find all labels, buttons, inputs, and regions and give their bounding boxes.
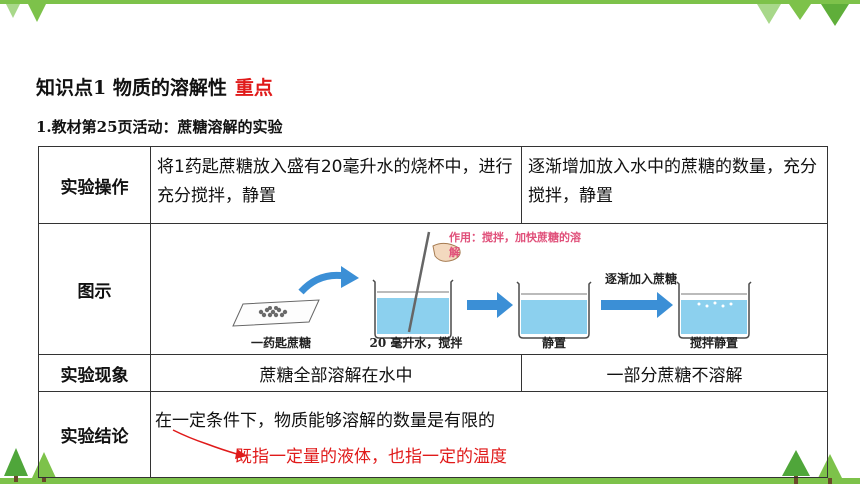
phenomenon-right-cell: 一部分蔗糖不溶解: [521, 354, 828, 392]
stirring-note: 作用：搅拌，加快蔗糖的溶解: [449, 231, 581, 259]
conclusion-note: 既指一定量的液体，也指一定的温度: [235, 447, 507, 467]
sugar-paper-icon: [232, 299, 320, 327]
annotation-arrow-icon: [172, 429, 247, 459]
beaker-saturated-icon: [676, 281, 752, 339]
experiment-illustration: [232, 231, 752, 339]
row-label-diagram: 图示: [38, 223, 151, 355]
beaker-stir-icon: [372, 231, 461, 339]
long-arrow-icon: [657, 292, 673, 318]
arrow-label: 逐渐加入蔗糖: [604, 272, 677, 286]
row-label-conclusion: 实验结论: [38, 391, 151, 478]
bottom-decor-bar: [0, 478, 860, 484]
operation-left-cell: 将1药匙蔗糖放入盛有20毫升水的烧杯中，进行充分搅拌，静置: [150, 146, 522, 224]
key-point-tag: 重点: [234, 77, 273, 99]
section-heading: 知识点1 物质的溶解性重点: [36, 73, 273, 103]
conclusion-cell: 在一定条件下，物质能够溶解的数量是有限的 既指一定量的液体，也指一定的温度: [150, 391, 828, 478]
row-label-phenomenon: 实验现象: [38, 354, 151, 392]
experiment-table: 实验操作 将1药匙蔗糖放入盛有20毫升水的烧杯中，进行充分搅拌，静置 逐渐增加放…: [38, 146, 828, 478]
right-arrow-icon: [497, 292, 513, 318]
caption-sugar: 一药匙蔗糖: [250, 336, 311, 350]
bottom-right-tree-icon: [782, 450, 842, 484]
pour-arrow-icon: [298, 271, 346, 295]
beaker-rest-icon: [516, 281, 592, 339]
top-right-leaf-icon: [757, 4, 849, 26]
diagram-cell: 作用：搅拌，加快蔗糖的溶解 逐渐加入蔗糖 一药匙蔗糖 20 毫升水，搅拌 静置 …: [150, 223, 828, 355]
conclusion-text: 在一定条件下，物质能够溶解的数量是有限的: [155, 411, 495, 431]
caption-rest: 静置: [541, 336, 566, 350]
phenomenon-left-cell: 蔗糖全部溶解在水中: [150, 354, 522, 392]
caption-stir: 20 毫升水，搅拌: [369, 336, 463, 350]
operation-right-cell: 逐渐增加放入水中的蔗糖的数量，充分搅拌，静置: [521, 146, 828, 224]
caption-stir-rest: 搅拌静置: [689, 336, 738, 350]
row-label-operation: 实验操作: [38, 146, 151, 224]
top-left-leaf-icon: [6, 4, 46, 22]
top-decor-bar: [0, 0, 860, 4]
sub-heading: 1.教材第25页活动：蔗糖溶解的实验: [36, 118, 283, 136]
heading-title: 知识点1 物质的溶解性: [36, 77, 227, 99]
